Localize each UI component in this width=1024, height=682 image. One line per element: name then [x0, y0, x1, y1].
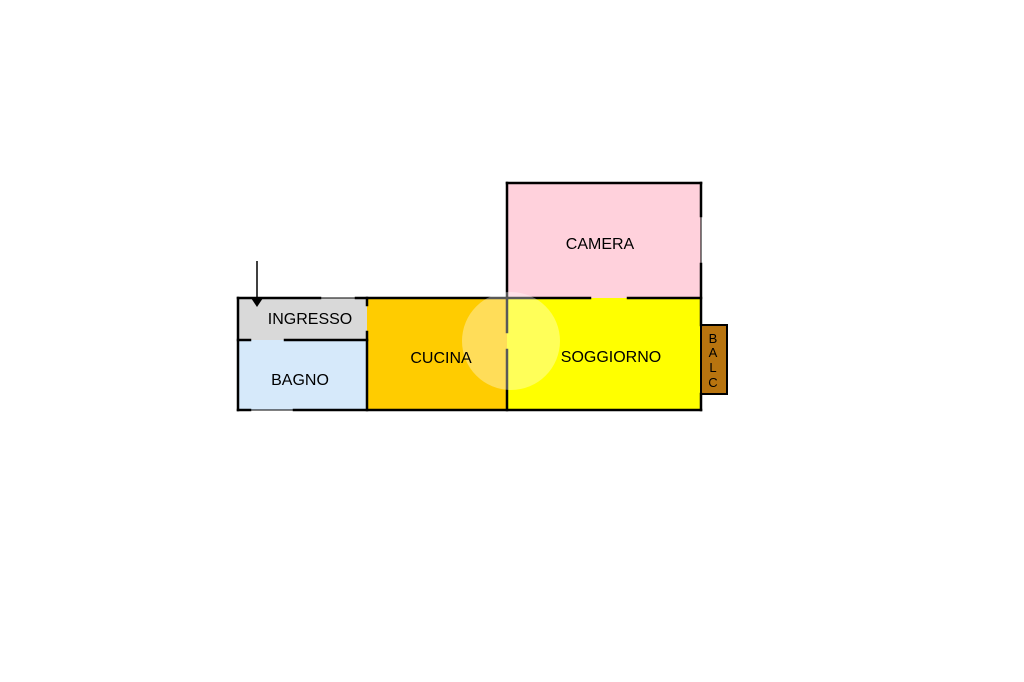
- arrow-down-icon: [251, 261, 263, 307]
- room-cucina: [367, 298, 507, 410]
- balcone-letter: C: [708, 375, 717, 390]
- balcone-letter: L: [709, 360, 716, 375]
- watermark-logo: [462, 292, 560, 390]
- room-label-cucina: CUCINA: [410, 350, 472, 367]
- room-label-camera: CAMERA: [566, 236, 635, 253]
- room-label-soggiorno: SOGGIORNO: [561, 349, 661, 366]
- walls: [236, 181, 703, 412]
- room-soggiorno: [507, 298, 701, 410]
- balcone-outline: [700, 324, 728, 395]
- balcone-letter: B: [709, 331, 718, 346]
- balcone-letter: A: [709, 345, 718, 360]
- room-ingresso: [238, 298, 367, 340]
- windows: [250, 216, 702, 411]
- room-camera: [507, 183, 701, 298]
- room-balcone: [702, 325, 727, 394]
- room-label-ingresso: INGRESSO: [268, 311, 352, 328]
- room-label-bagno: BAGNO: [271, 372, 329, 389]
- room-bagno: [238, 340, 367, 410]
